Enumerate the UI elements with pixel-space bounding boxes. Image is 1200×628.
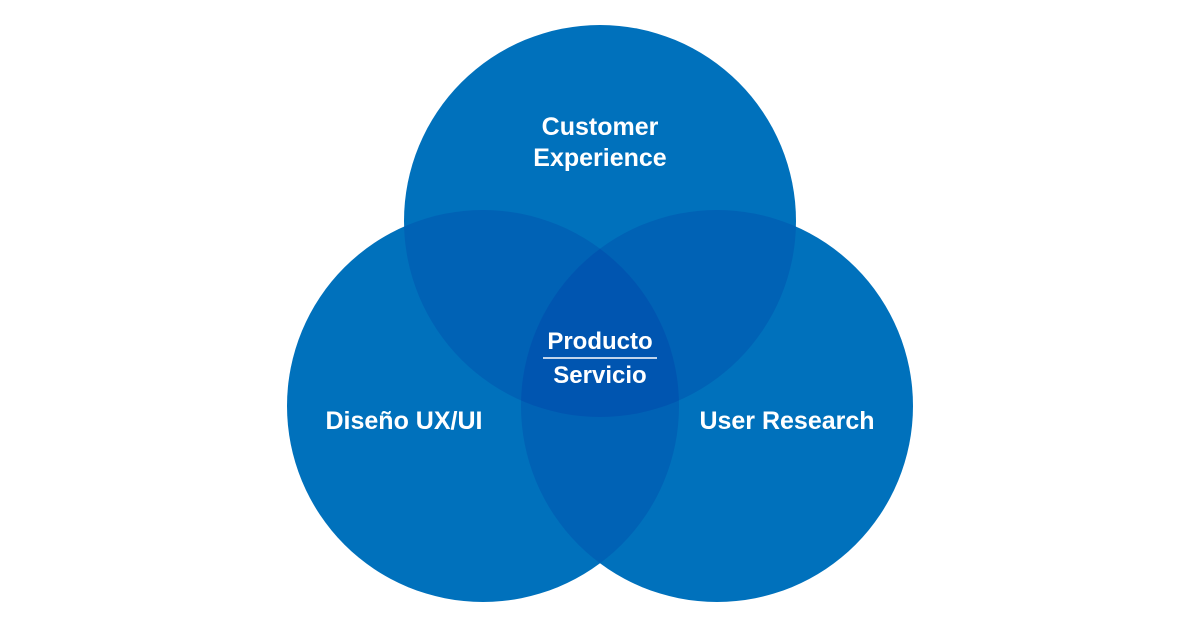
label-diseno-ux-ui: Diseño UX/UI [326,407,483,435]
overlap-center [521,210,679,417]
center-label-servicio: Servicio [553,362,646,389]
label-experience: Experience [533,144,667,172]
label-user-research: User Research [699,407,874,435]
label-customer: Customer [542,113,659,141]
center-label-producto: Producto [547,328,652,355]
